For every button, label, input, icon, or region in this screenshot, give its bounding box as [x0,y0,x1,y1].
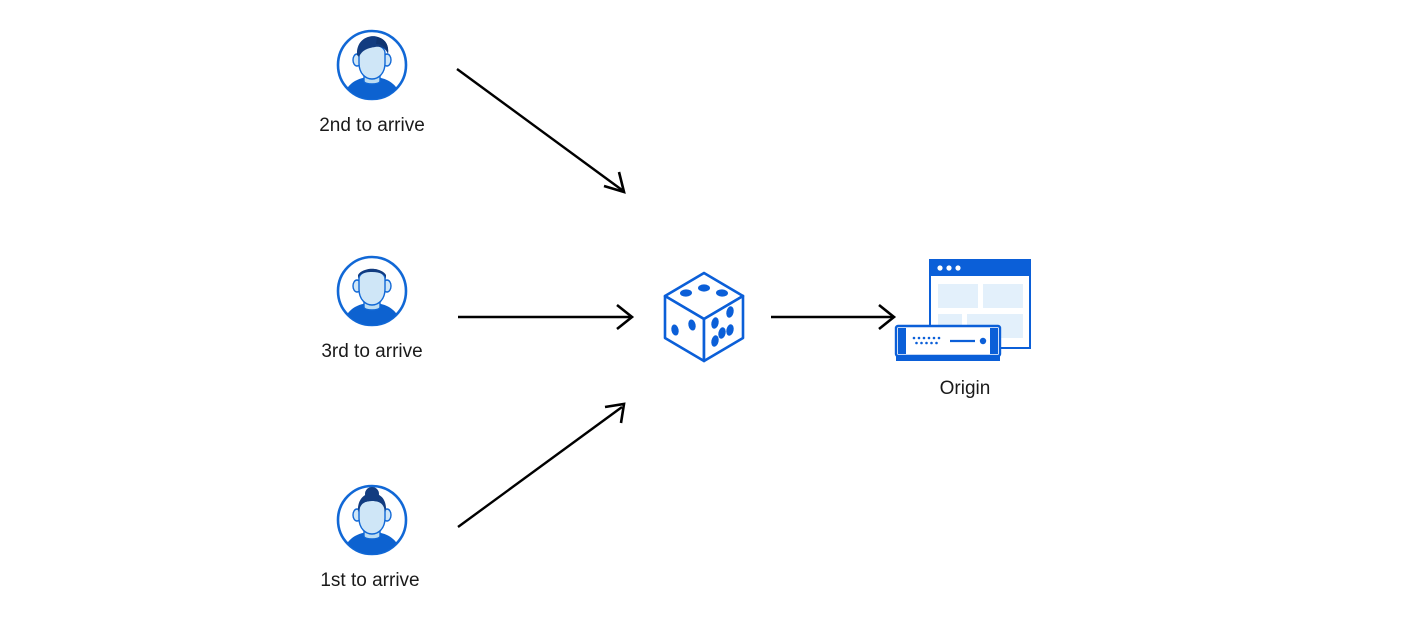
arrow-dice-to-origin [771,303,897,331]
arrow-3rd-to-dice [458,303,635,331]
arrow-2nd-to-dice [456,68,626,194]
node-label-origin: Origin [939,378,991,399]
user-avatar-icon [334,27,410,103]
origin-server-icon [890,258,1040,368]
user-avatar-icon [334,482,410,558]
node-label-visitor-3rd: 3rd to arrive [321,341,423,362]
node-label-visitor-2nd: 2nd to arrive [319,115,425,136]
arrow-1st-to-dice [457,402,626,528]
dice-icon[interactable] [658,268,750,366]
node-label-visitor-1st: 1st to arrive [320,570,420,591]
user-avatar-icon [334,253,410,329]
server-device-icon [894,324,1002,361]
